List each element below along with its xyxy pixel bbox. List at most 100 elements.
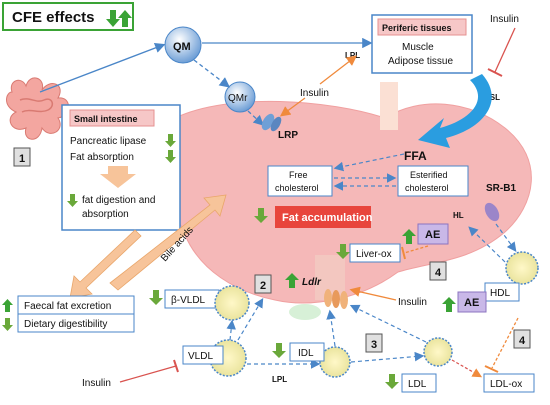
arrow-qm-to-qmr xyxy=(193,59,231,88)
srb1-receptor xyxy=(484,202,500,222)
ldl-particle xyxy=(423,337,453,367)
esterified-cholesterol-box xyxy=(397,165,469,197)
pancreatic-down-arrow-icon xyxy=(165,134,176,147)
title-up-arrow-icon xyxy=(118,10,132,27)
step-2-box xyxy=(254,274,272,294)
ae-top-label: AE xyxy=(425,229,440,241)
big-blue-arrow xyxy=(418,74,492,148)
free-cholesterol-1: Free xyxy=(289,170,308,180)
free-cholesterol-2: cholesterol xyxy=(275,183,319,193)
step-2-label: 2 xyxy=(260,280,266,292)
esterified-cholesterol-1: Esterified xyxy=(410,170,448,180)
small-intestine-title-bg xyxy=(69,109,155,127)
hdl-label: HDL xyxy=(490,288,510,299)
ffa-label: FFA xyxy=(404,149,427,163)
idl-down-arrow-icon xyxy=(272,343,286,358)
arrow-intestine-to-qm xyxy=(39,42,166,93)
step-3-box xyxy=(365,333,383,353)
ae-bottom-label: AE xyxy=(464,297,479,309)
digestion-label-2: absorption xyxy=(82,209,129,220)
arrow-vldl-to-beta xyxy=(226,319,236,341)
title-text: CFE effects xyxy=(12,9,95,26)
inhibit-bar-liverox xyxy=(401,246,406,260)
ldlr-receptor xyxy=(324,289,348,309)
esterified-cholesterol-2: cholesterol xyxy=(405,183,449,193)
idl-box xyxy=(289,342,325,362)
arrow-ldl-to-ldlox xyxy=(451,359,483,378)
dietary-label: Dietary digestibility xyxy=(24,319,107,330)
hdl-particle xyxy=(505,251,539,285)
arrow-hdl-to-liver xyxy=(468,226,506,263)
ae-top-box xyxy=(417,223,449,245)
lpl-bottom-label: LPL xyxy=(272,375,287,384)
hl-label: HL xyxy=(453,211,464,220)
digestion-label-1: fat digestion and xyxy=(82,195,155,206)
inhibit-bar-vldl xyxy=(173,359,179,373)
title-down-arrow-icon xyxy=(106,10,120,27)
ldl-box xyxy=(401,373,437,393)
liverox-label: Liver-ox xyxy=(356,249,392,260)
small-intestine-title: Small intestine xyxy=(74,114,138,124)
step-4-top-label: 4 xyxy=(435,267,442,279)
vldl-box xyxy=(182,345,224,365)
liverox-box xyxy=(349,243,401,263)
ldl-label: LDL xyxy=(408,379,427,390)
faecal-label: Faecal fat excretion xyxy=(24,301,111,312)
insulin-right-label: Insulin xyxy=(490,14,519,25)
step-1-box xyxy=(13,147,31,167)
liverox-down-arrow-icon xyxy=(336,244,350,259)
muscle-label: Muscle xyxy=(402,42,434,53)
ae-top-up-arrow-icon xyxy=(402,229,416,244)
pancreatic-lipase-label: Pancreatic lipase xyxy=(70,136,147,147)
beta-vldl-particle xyxy=(214,285,250,321)
fat-absorption-label: Fat absorption xyxy=(70,152,134,163)
arrow-vldl-to-liver xyxy=(237,297,264,341)
arrow-insulin-to-ldlr xyxy=(349,286,397,301)
vldl-label: VLDL xyxy=(188,351,213,362)
fat-down-arrow-icon xyxy=(254,208,268,223)
peripheral-title: Periferic tissues xyxy=(382,23,452,33)
dietary-down-arrow-icon xyxy=(2,318,13,331)
insulin-left-label: Insulin xyxy=(82,378,111,389)
ldlox-label: LDL-ox xyxy=(490,379,522,390)
lrp-label: LRP xyxy=(278,130,298,141)
adipose-label: Adipose tissue xyxy=(388,56,453,67)
arrow-ldl-to-ldlr xyxy=(349,304,427,343)
srb1-label: SR-B1 xyxy=(486,183,516,194)
inhibit-insulin-vldl xyxy=(119,365,177,383)
arrow-insulin-to-lrp xyxy=(279,97,306,117)
ae-bottom-box xyxy=(457,291,487,313)
arrow-idl-to-ldl xyxy=(350,351,425,363)
step-4-bottom-label: 4 xyxy=(519,335,526,347)
ldlox-box xyxy=(483,373,535,393)
insulin-top-label: Insulin xyxy=(300,88,329,99)
ae-bottom-up-arrow-icon xyxy=(442,297,456,312)
faecal-arrow xyxy=(69,229,142,299)
step-4-top-box xyxy=(429,261,447,281)
ldl-down-arrow-icon xyxy=(385,374,399,389)
peripheral-title-bg xyxy=(377,18,467,36)
fat-accumulation-box xyxy=(275,206,371,228)
vena-cava xyxy=(315,255,345,300)
bile-acids-arrow xyxy=(109,194,227,291)
inhibit-bar-hsl xyxy=(487,68,503,77)
arrow-srb1-to-hdl xyxy=(495,223,517,252)
fat-accumulation-label: Fat accumulation xyxy=(282,212,373,224)
ldlr-label: Ldlr xyxy=(302,277,322,288)
inhibit-ae-liverox xyxy=(403,245,429,254)
qmr-particle xyxy=(224,81,256,113)
lrp-receptor-part xyxy=(270,116,282,132)
intestine-illustration xyxy=(6,77,69,140)
digestion-down-arrow-icon xyxy=(67,194,78,207)
inhibit-insulin-hsl xyxy=(494,27,516,73)
inhibit-hdl-ldlox xyxy=(491,317,519,369)
beta-vldl-label: β-VLDL xyxy=(171,295,206,306)
insulin-mid-label: Insulin xyxy=(398,297,427,308)
arrow-ffa-to-free xyxy=(333,153,405,172)
arrow-insulin-to-lpl xyxy=(319,55,358,85)
fat-absorption-down-arrow-icon xyxy=(165,150,176,163)
qmr-label: QMr xyxy=(228,93,248,104)
free-cholesterol-box xyxy=(267,165,333,197)
